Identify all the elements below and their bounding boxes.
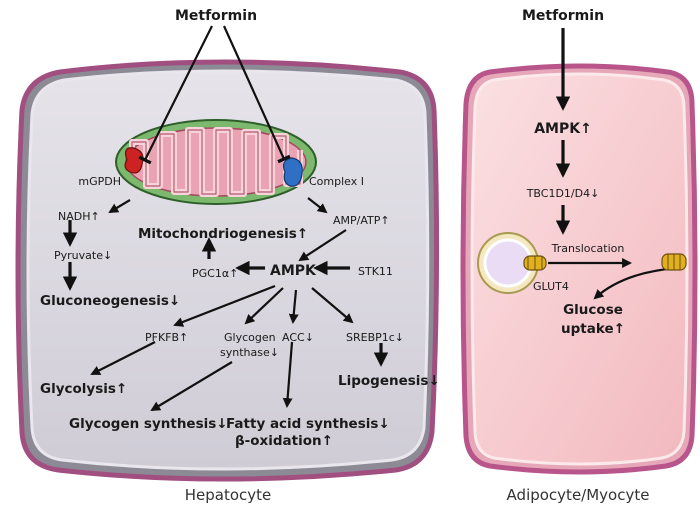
glucose-label-1: Glucose xyxy=(563,302,623,318)
stk11-label: STK11 xyxy=(358,265,393,278)
membrane-glut4 xyxy=(661,253,687,271)
glut4-label: GLUT4 xyxy=(533,280,569,293)
glut4-vesicle xyxy=(477,232,547,294)
gluconeogenesis-label: Gluconeogenesis↓ xyxy=(40,293,180,309)
glycogen-synthase-label-2: synthase↓ xyxy=(220,346,279,359)
translocation-label: Translocation xyxy=(551,242,625,255)
hepatocyte-metformin-label: Metformin xyxy=(175,8,257,24)
pyruvate-label: Pyruvate↓ xyxy=(54,249,112,262)
mitochondrion xyxy=(115,119,317,205)
complex1-label: Complex I xyxy=(309,175,364,188)
adipocyte-caption: Adipocyte/Myocyte xyxy=(507,486,650,504)
glycolysis-label: Glycolysis↑ xyxy=(40,381,127,397)
hepatocyte-caption: Hepatocyte xyxy=(185,486,272,504)
srebp1c-label: SREBP1c↓ xyxy=(346,331,404,344)
acc-label: ACC↓ xyxy=(282,331,314,344)
glucose-label-2: uptake↑ xyxy=(561,321,625,337)
adipocyte-ampk-label: AMPK↑ xyxy=(534,121,592,137)
adipocyte-cell xyxy=(460,63,698,475)
mgpdh-label: mGPDH xyxy=(78,175,121,188)
amp-atp-label: AMP/ATP↑ xyxy=(333,214,390,227)
tbc1d1-label: TBC1D1/D4↓ xyxy=(526,187,600,200)
beta-oxidation-label: β-oxidation↑ xyxy=(235,433,333,449)
mitochondriogenesis-label: Mitochondriogenesis↑ xyxy=(138,226,308,242)
pfkfb-label: PFKFB↑ xyxy=(145,331,188,344)
ampk-label: AMPK xyxy=(270,263,317,279)
mgpdh-protein xyxy=(124,147,144,174)
adipocyte-metformin-label: Metformin xyxy=(522,8,604,24)
glycogen-synthesis-label: Glycogen synthesis↓ xyxy=(69,416,228,432)
lipogenesis-label: Lipogenesis↓ xyxy=(338,373,440,389)
glycogen-synthase-label-1: Glycogen xyxy=(224,331,276,344)
complex1-protein xyxy=(282,157,303,187)
pgc1a-label: PGC1α↑ xyxy=(192,267,238,280)
fatty-acid-synthesis-label: Fatty acid synthesis↓ xyxy=(226,416,390,432)
nadh-label: NADH↑ xyxy=(58,210,100,223)
